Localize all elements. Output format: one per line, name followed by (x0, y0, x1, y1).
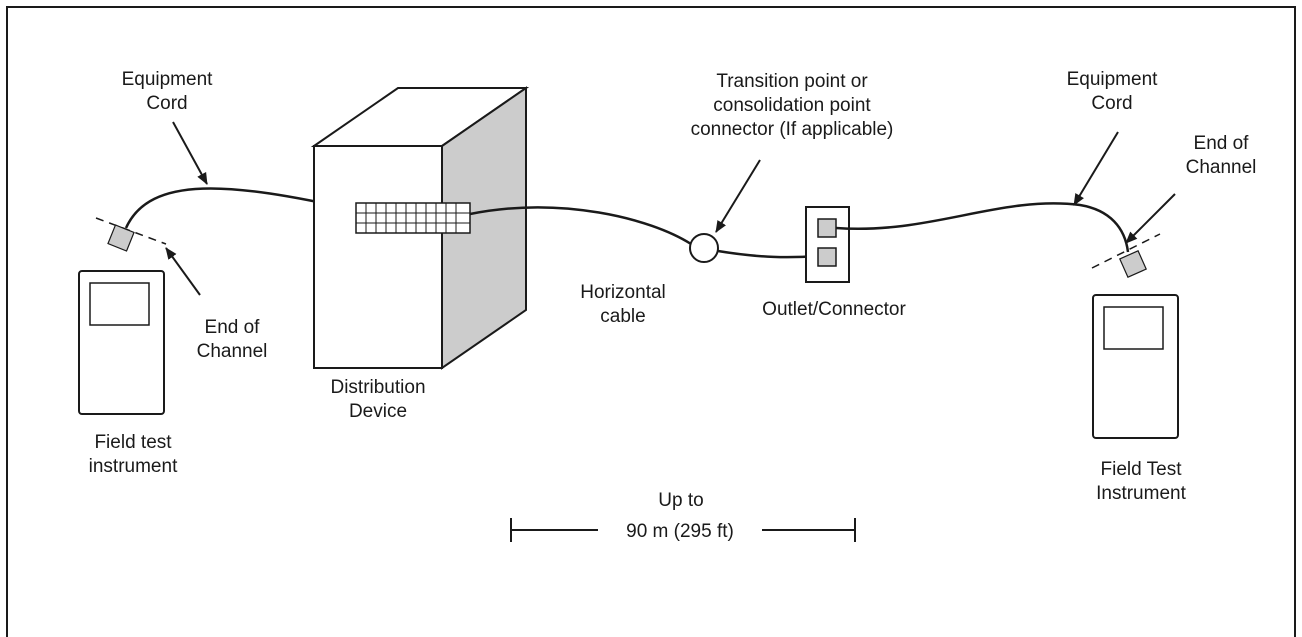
label-right-cord-line2: Cord (1091, 93, 1132, 114)
label-distribution-line2: Device (349, 401, 407, 422)
cable-to-outlet (717, 249, 819, 259)
patch-panel (355, 202, 471, 234)
span-dimension-line (510, 518, 856, 542)
label-span-line2: 90 m (295 ft) (626, 521, 734, 542)
arrow-right-end-of-channel (1125, 193, 1176, 244)
right-end-of-channel-marker (1091, 233, 1161, 269)
arrow-right-equipment-cord (1073, 131, 1119, 206)
label-transition-line2: consolidation point (713, 95, 871, 116)
label-left-instrument-line2: instrument (89, 456, 178, 477)
transition-point-connector (689, 233, 719, 263)
right-field-test-instrument (1092, 294, 1179, 439)
label-horizontal-line2: cable (600, 306, 645, 327)
label-right-instrument-line1: Field Test (1101, 459, 1183, 480)
outlet-connector (805, 206, 850, 283)
label-left-cord-line2: Cord (146, 93, 187, 114)
label-horizontal-line1: Horizontal (580, 282, 666, 303)
label-outlet: Outlet/Connector (762, 299, 906, 320)
arrow-left-end-of-channel (165, 247, 201, 296)
left-end-of-channel-marker (95, 217, 167, 245)
label-transition-line1: Transition point or (716, 71, 868, 92)
label-transition-line3: connector (If applicable) (691, 119, 894, 140)
distribution-device (310, 86, 530, 370)
label-left-instrument-line1: Field test (94, 432, 172, 453)
label-span-line1: Up to (658, 490, 703, 511)
left-connector-plug (107, 224, 135, 252)
label-right-end-line2: Channel (1186, 157, 1257, 178)
label-distribution-line1: Distribution (330, 377, 425, 398)
right-connector-plug (1119, 250, 1147, 278)
left-field-test-instrument (78, 270, 165, 415)
label-right-cord-line1: Equipment (1067, 69, 1159, 90)
arrow-left-equipment-cord (172, 121, 208, 185)
diagram-frame (6, 6, 1296, 637)
label-left-cord-line1: Equipment (122, 69, 214, 90)
label-left-end-line1: End of (205, 317, 261, 338)
label-right-instrument-line2: Instrument (1096, 483, 1186, 504)
left-equipment-cord (124, 187, 356, 229)
right-equipment-cord (835, 202, 1130, 253)
horizontal-cable (469, 206, 692, 246)
arrow-transition-point (715, 159, 761, 233)
label-right-end-line1: End of (1194, 133, 1250, 154)
label-left-end-line2: Channel (197, 341, 268, 362)
